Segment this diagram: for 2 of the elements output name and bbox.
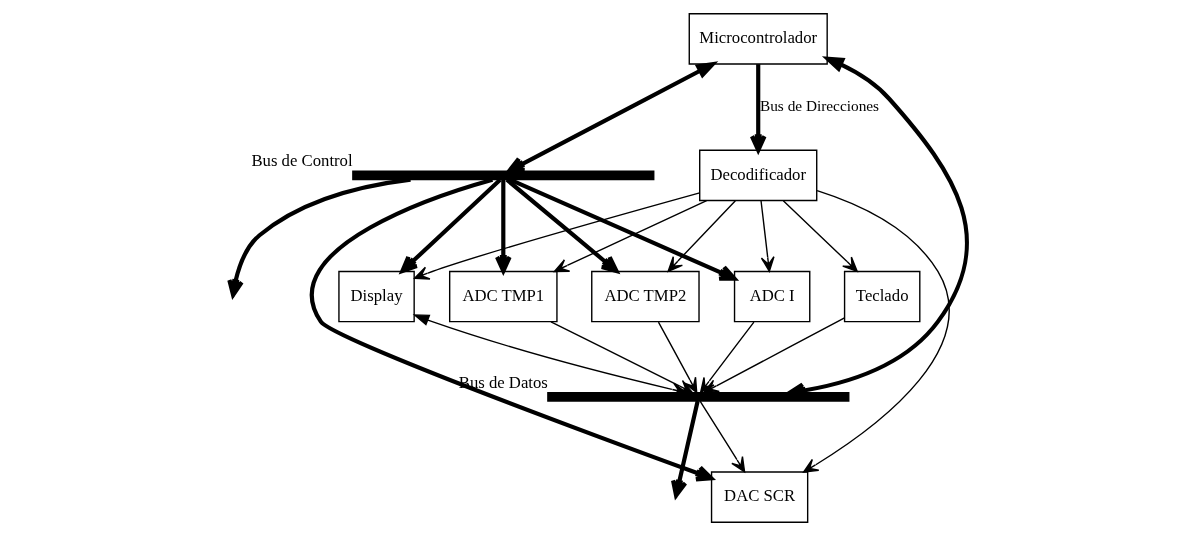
node-label: Bus de Control [251, 151, 353, 171]
edge-label: Bus de Direcciones [759, 97, 880, 115]
